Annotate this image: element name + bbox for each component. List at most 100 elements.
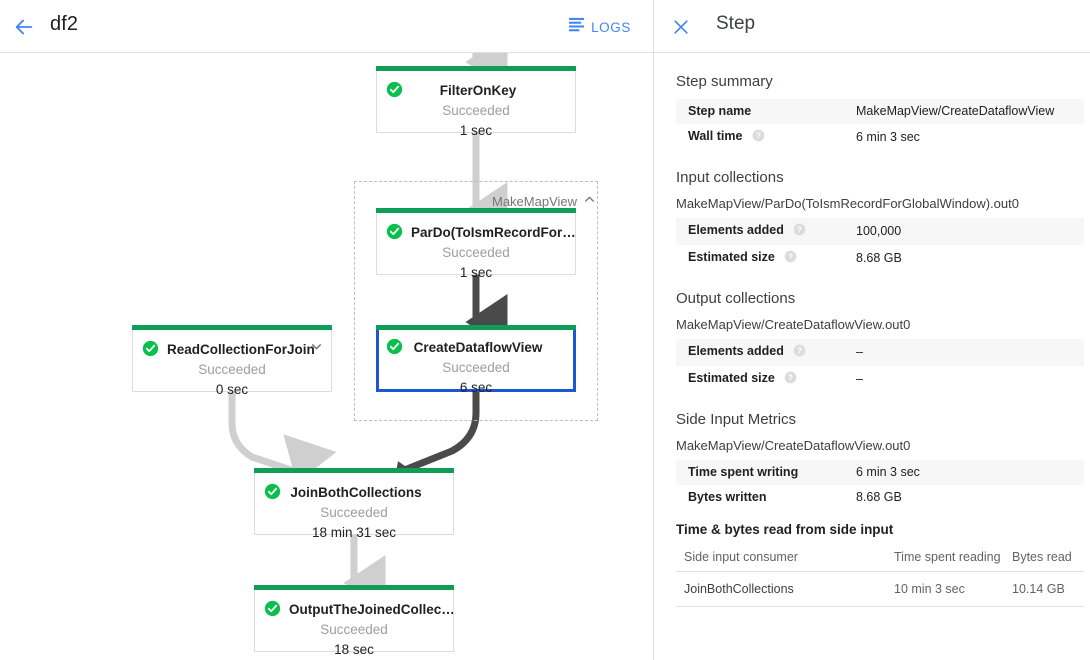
graph-node-read-collection-for-join[interactable]: ReadCollectionForJoin Succeeded 0 sec (132, 325, 332, 397)
graph-node-filter-on-key[interactable]: FilterOnKey Succeeded 1 sec (376, 66, 576, 138)
help-icon[interactable]: ? (784, 371, 797, 388)
graph-node-title: CreateDataflowView (413, 340, 543, 355)
cell-consumer: JoinBothCollections (676, 571, 886, 607)
svg-text:?: ? (788, 373, 793, 382)
step-panel-body: Step summary Step name MakeMapView/Creat… (654, 53, 1090, 660)
graph-node-title: ReadCollectionForJoin (167, 342, 315, 357)
help-icon[interactable]: ? (752, 129, 765, 146)
section-heading-side-input-metrics: Side Input Metrics (676, 411, 797, 428)
row-key: Wall time ? (676, 124, 844, 151)
graph-node-duration: 18 min 31 sec (311, 525, 397, 540)
status-succeeded-icon (142, 340, 159, 357)
status-bar (132, 325, 332, 330)
svg-text:?: ? (797, 225, 802, 234)
top-app-bar: df2 LOGS (0, 0, 653, 53)
column-header-consumer: Side input consumer (676, 547, 886, 572)
logs-button-label: LOGS (591, 19, 631, 35)
help-icon[interactable]: ? (793, 223, 806, 240)
arrow-back-icon[interactable] (8, 11, 40, 43)
step-panel-header: Step (654, 0, 1090, 53)
input-collections-table: Elements added ? 100,000 Estimated size … (676, 218, 1084, 272)
row-value: MakeMapView/CreateDataflowView (856, 104, 1055, 118)
chevron-down-icon[interactable] (310, 340, 323, 358)
row-value: 6 min 3 sec (856, 130, 920, 144)
status-bar (254, 468, 454, 473)
column-header-time-spent-reading: Time spent reading (886, 547, 1004, 572)
graph-scrollbar-track[interactable] (637, 53, 652, 660)
graph-node-pardo-toismrecord[interactable]: ParDo(ToIsmRecordFor… Succeeded 1 sec (376, 208, 576, 280)
row-value: 8.68 GB (856, 490, 902, 504)
output-collections-table: Elements added ? – Estimated size ? – (676, 339, 1084, 393)
column-header-bytes-read: Bytes read (1004, 547, 1084, 572)
table-row: Estimated size ? – (676, 366, 1084, 393)
graph-node-title: FilterOnKey (439, 83, 517, 98)
job-graph-pane: df2 LOGS (0, 0, 653, 660)
graph-node-status: Succeeded (442, 245, 510, 260)
row-key: Step name (688, 104, 752, 118)
status-bar (376, 66, 576, 71)
graph-node-status: Succeeded (442, 103, 510, 118)
row-key-label: Wall time (688, 129, 743, 143)
chevron-up-icon[interactable] (583, 193, 596, 209)
graph-node-title: ParDo(ToIsmRecordFor… (411, 225, 575, 240)
table-row: Time spent writing 6 min 3 sec (676, 460, 1084, 485)
graph-group-label[interactable]: MakeMapView (492, 193, 596, 209)
status-bar (376, 208, 576, 213)
graph-node-title: OutputTheJoinedCollec… (289, 602, 453, 617)
side-input-reads-table: Side input consumer Time spent reading B… (676, 547, 1084, 607)
cell-time-spent-reading: 10 min 3 sec (886, 571, 1004, 607)
row-key: Time spent writing (688, 465, 799, 479)
status-succeeded-icon (264, 600, 281, 617)
row-key: Elements added ? (676, 339, 844, 366)
row-key-label: Elements added (688, 223, 784, 237)
graph-node-duration: 1 sec (459, 123, 493, 138)
table-header-row: Side input consumer Time spent reading B… (676, 547, 1084, 572)
logs-button[interactable]: LOGS (568, 14, 631, 40)
row-key-label: Elements added (688, 344, 784, 358)
graph-node-duration: 0 sec (215, 382, 249, 397)
section-heading-output-collections: Output collections (676, 290, 796, 307)
row-value: 8.68 GB (856, 251, 902, 265)
cell-bytes-read: 10.14 GB (1004, 571, 1084, 607)
row-value: – (856, 372, 863, 386)
graph-node-create-dataflow-view[interactable]: CreateDataflowView Succeeded 6 sec (376, 325, 576, 395)
row-key: Elements added ? (676, 218, 844, 245)
close-icon[interactable] (666, 12, 696, 42)
help-icon[interactable]: ? (793, 344, 806, 361)
help-icon[interactable]: ? (784, 250, 797, 267)
table-row: Elements added ? 100,000 (676, 218, 1084, 245)
step-panel-title: Step (716, 13, 756, 34)
side-input-metrics-table: Time spent writing 6 min 3 sec Bytes wri… (676, 460, 1084, 510)
row-key: Estimated size ? (676, 245, 844, 272)
graph-node-duration: 6 sec (459, 380, 493, 395)
step-summary-table: Step name MakeMapView/CreateDataflowView… (676, 99, 1084, 151)
graph-node-duration: 1 sec (459, 265, 493, 280)
status-succeeded-icon (264, 483, 281, 500)
table-row: Wall time ? 6 min 3 sec (676, 124, 1084, 151)
status-bar (254, 585, 454, 590)
input-collection-name: MakeMapView/ParDo(ToIsmRecordForGlobalWi… (676, 196, 1019, 211)
side-input-collection-name: MakeMapView/CreateDataflowView.out0 (676, 438, 911, 453)
graph-node-output-the-joined-collection[interactable]: OutputTheJoinedCollec… Succeeded 18 sec (254, 585, 454, 657)
section-heading-side-input-reads: Time & bytes read from side input (676, 522, 894, 537)
table-row: Estimated size ? 8.68 GB (676, 245, 1084, 272)
graph-group-makemapview[interactable] (354, 181, 598, 421)
status-bar (376, 325, 576, 330)
table-row: JoinBothCollections 10 min 3 sec 10.14 G… (676, 571, 1084, 607)
graph-node-status: Succeeded (442, 360, 510, 375)
status-succeeded-icon (386, 223, 403, 240)
table-row: Step name MakeMapView/CreateDataflowView (676, 99, 1084, 124)
graph-group-label-text: MakeMapView (492, 193, 578, 209)
row-key-label: Estimated size (688, 371, 775, 385)
pane-divider (653, 0, 654, 660)
graph-node-status: Succeeded (320, 505, 388, 520)
status-succeeded-icon (386, 338, 403, 355)
graph-node-status: Succeeded (320, 622, 388, 637)
graph-node-duration: 18 sec (334, 642, 374, 657)
row-value: 100,000 (856, 224, 902, 238)
job-graph-canvas[interactable]: MakeMapView FilterOnKey Succeeded (0, 53, 653, 660)
graph-node-join-both-collections[interactable]: JoinBothCollections Succeeded 18 min 31 … (254, 468, 454, 540)
row-key: Estimated size ? (676, 366, 844, 393)
graph-node-title: JoinBothCollections (290, 485, 422, 500)
